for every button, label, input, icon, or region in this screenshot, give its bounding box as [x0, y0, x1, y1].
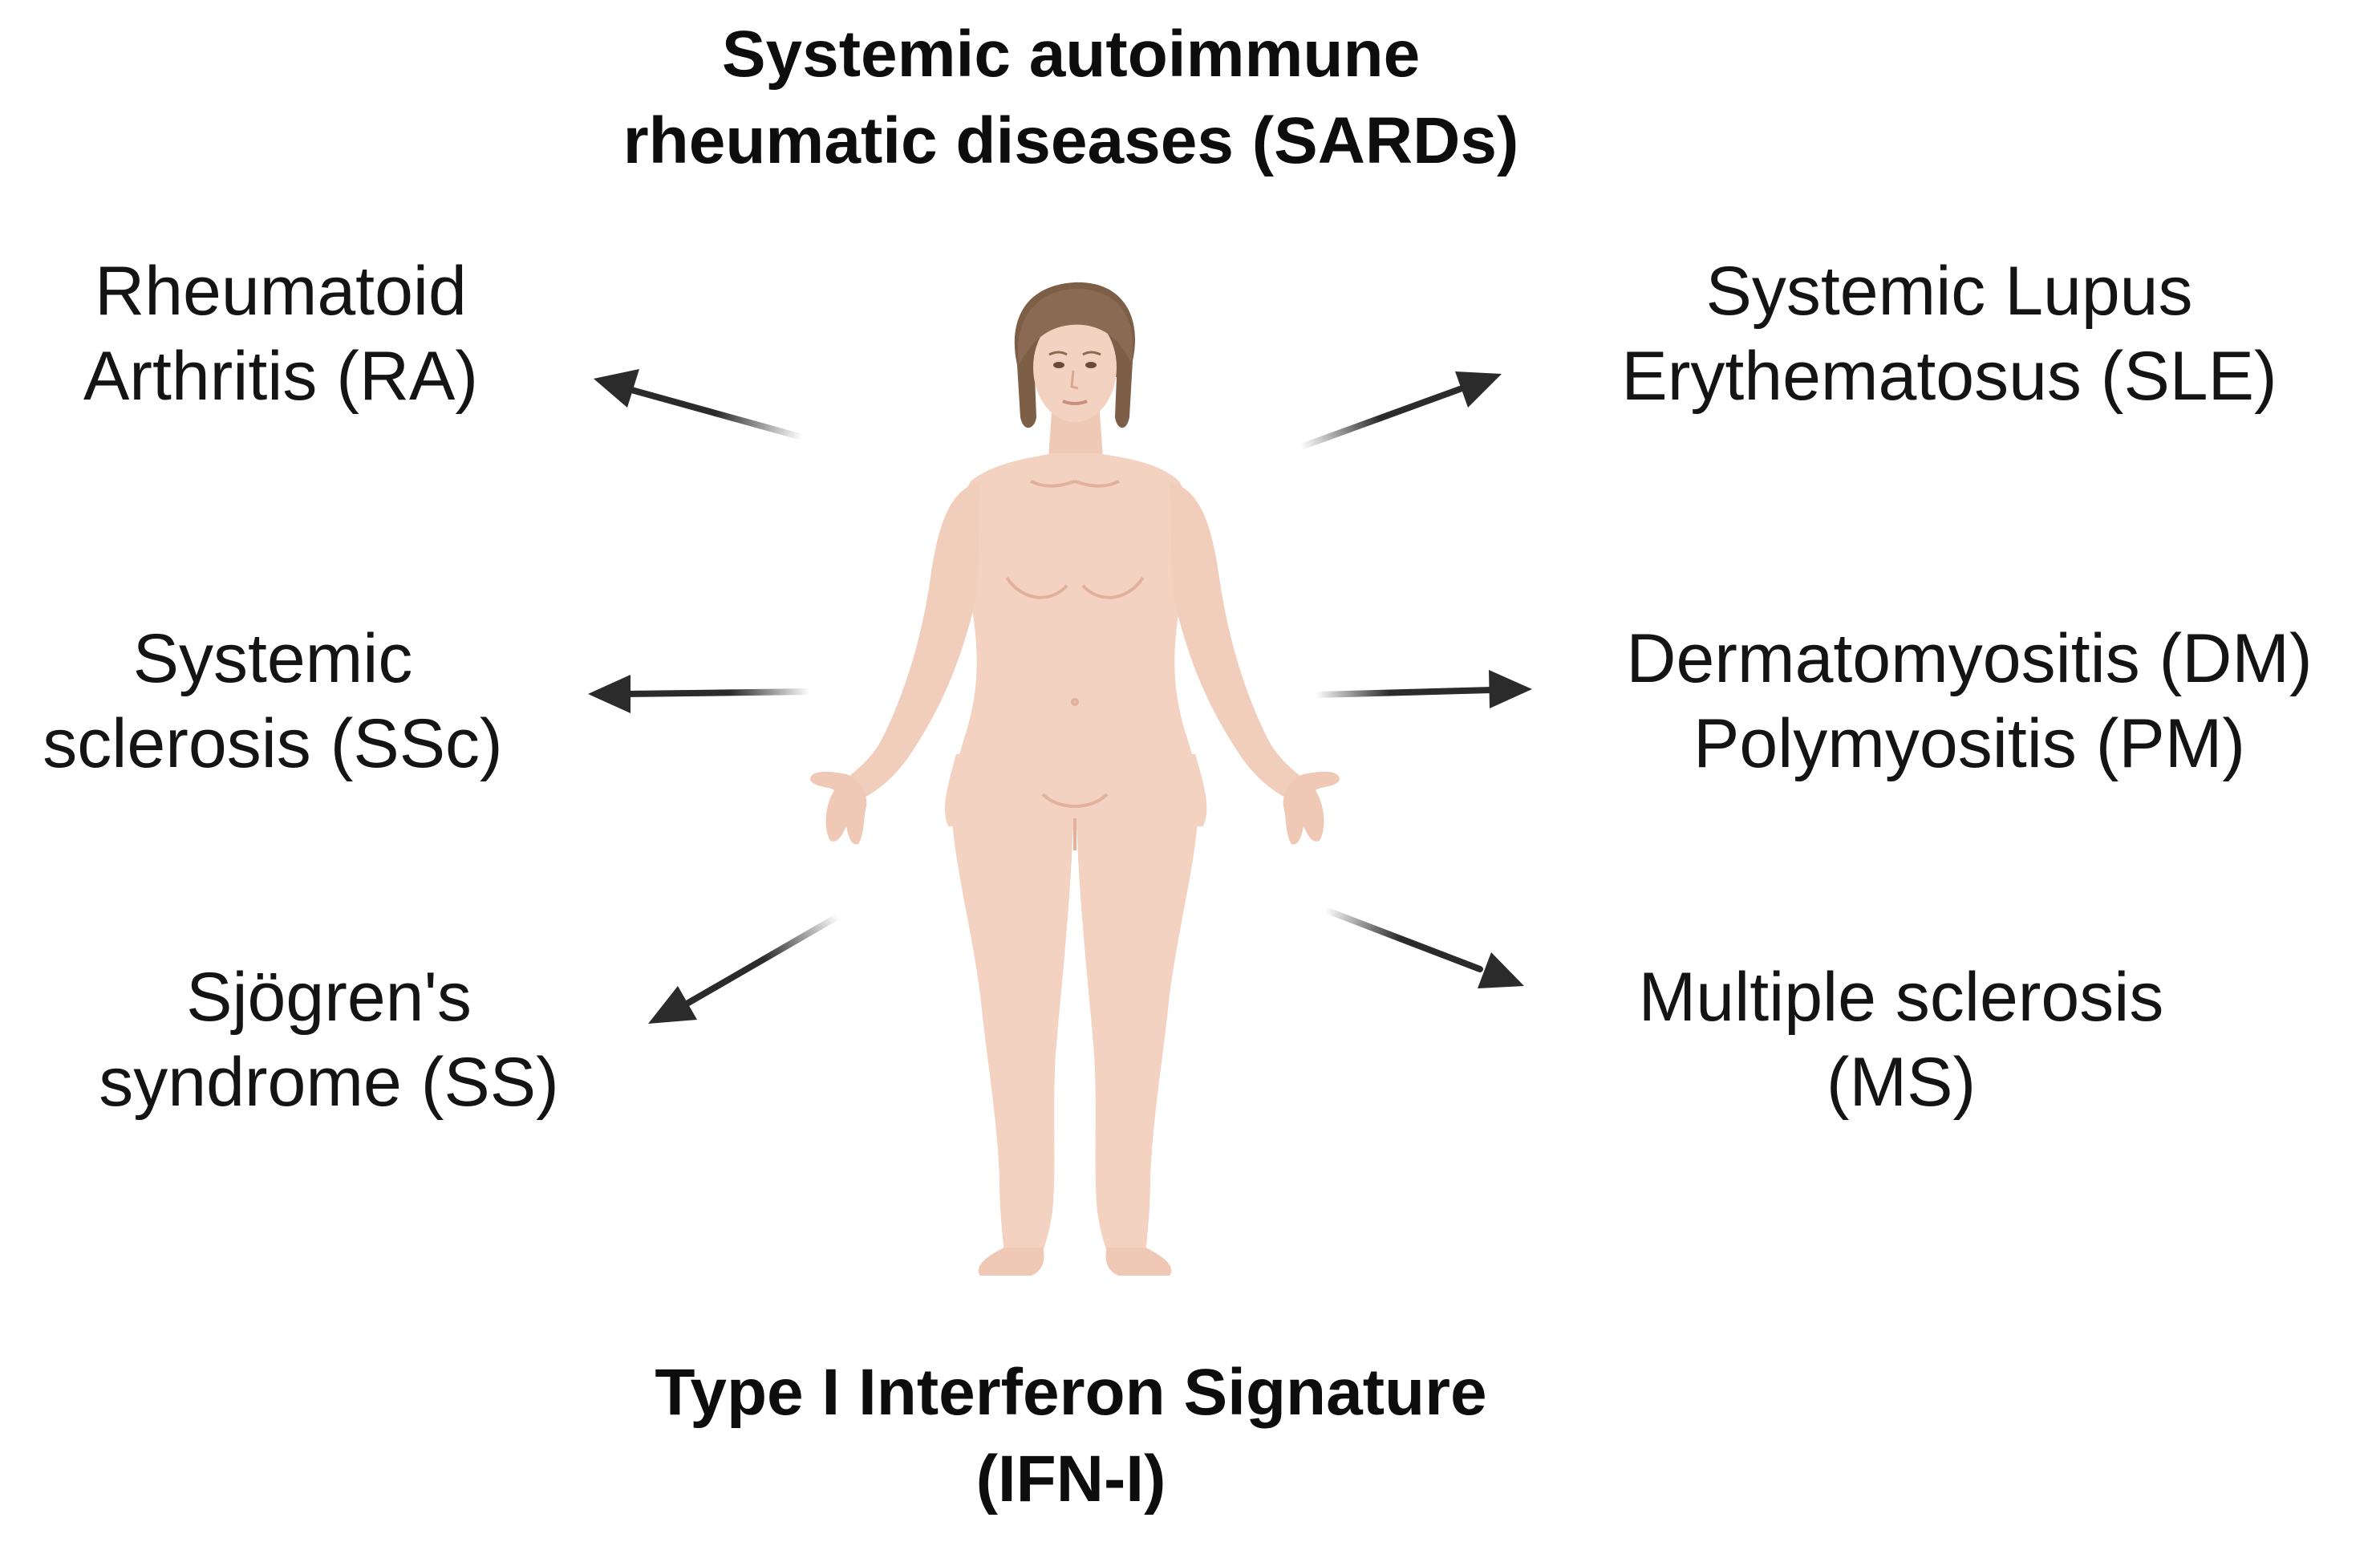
left-foot [978, 1248, 1044, 1276]
facial-features [1048, 351, 1101, 405]
disease-label-ssc-line-2: sclerosis (SSc) [43, 705, 503, 782]
arrow-to-dm-pm [1312, 670, 1532, 708]
arrow-to-ms [1322, 907, 1524, 988]
disease-label-dm-line-1: Dermatomyositis (DM) [1626, 620, 2313, 697]
body-contours [1005, 480, 1145, 850]
disease-label-ssc-line-1: Systemic [132, 620, 413, 697]
hair-front [1017, 289, 1133, 365]
disease-label-ra-line-1: Rheumatoid [95, 253, 467, 330]
human-figure-illustration [810, 282, 1340, 1276]
diagram-title: Systemic autoimmune rheumatic diseases (… [136, 11, 2005, 185]
disease-label-dm-line-2: Polymyositis (PM) [1693, 705, 2246, 782]
left-hand [810, 771, 867, 845]
diagram-bottom-title: Type I Interferon Signature (IFN-I) [136, 1349, 2005, 1523]
disease-label-ms-line-1: Multiple sclerosis [1638, 959, 2164, 1036]
disease-label-ssc: Systemic sclerosis (SSc) [0, 616, 545, 786]
left-leg [951, 810, 1073, 1256]
diagram-title-line-2: rheumatic diseases (SARDs) [622, 104, 1519, 177]
arrow-to-ss [648, 913, 841, 1024]
face [1033, 313, 1117, 422]
arrow-to-ssc [588, 675, 813, 713]
disease-label-sle: Systemic Lupus Erythematosus (SLE) [1548, 249, 2350, 419]
bottom-title-line-2: (IFN-I) [975, 1443, 1166, 1516]
arrow-to-sle [1298, 371, 1502, 450]
right-hand [1283, 771, 1340, 845]
diagram-title-line-1: Systemic autoimmune [721, 18, 1421, 91]
left-arm [842, 481, 980, 802]
disease-label-sle-line-2: Erythematosus (SLE) [1621, 338, 2277, 415]
disease-label-ms: Multiple sclerosis (MS) [1524, 955, 2278, 1125]
disease-label-ra-line-2: Arthritis (RA) [83, 338, 479, 415]
right-leg [1076, 810, 1198, 1256]
disease-label-ss: Sjögren's syndrome (SS) [56, 955, 602, 1125]
torso [955, 453, 1197, 770]
disease-label-sle-line-1: Systemic Lupus [1705, 253, 2193, 330]
disease-label-dm-pm: Dermatomyositis (DM) Polymyositis (PM) [1564, 616, 2374, 786]
bottom-title-line-1: Type I Interferon Signature [655, 1356, 1487, 1429]
disease-label-ss-line-2: syndrome (SS) [99, 1044, 559, 1121]
right-arm [1170, 481, 1308, 802]
hips [944, 754, 1207, 830]
disease-label-ss-line-1: Sjögren's [186, 959, 472, 1036]
arrow-to-ra [594, 369, 805, 440]
disease-label-ra: Rheumatoid Arthritis (RA) [16, 249, 545, 419]
right-foot [1105, 1248, 1172, 1276]
disease-label-ms-line-2: (MS) [1826, 1044, 1977, 1121]
